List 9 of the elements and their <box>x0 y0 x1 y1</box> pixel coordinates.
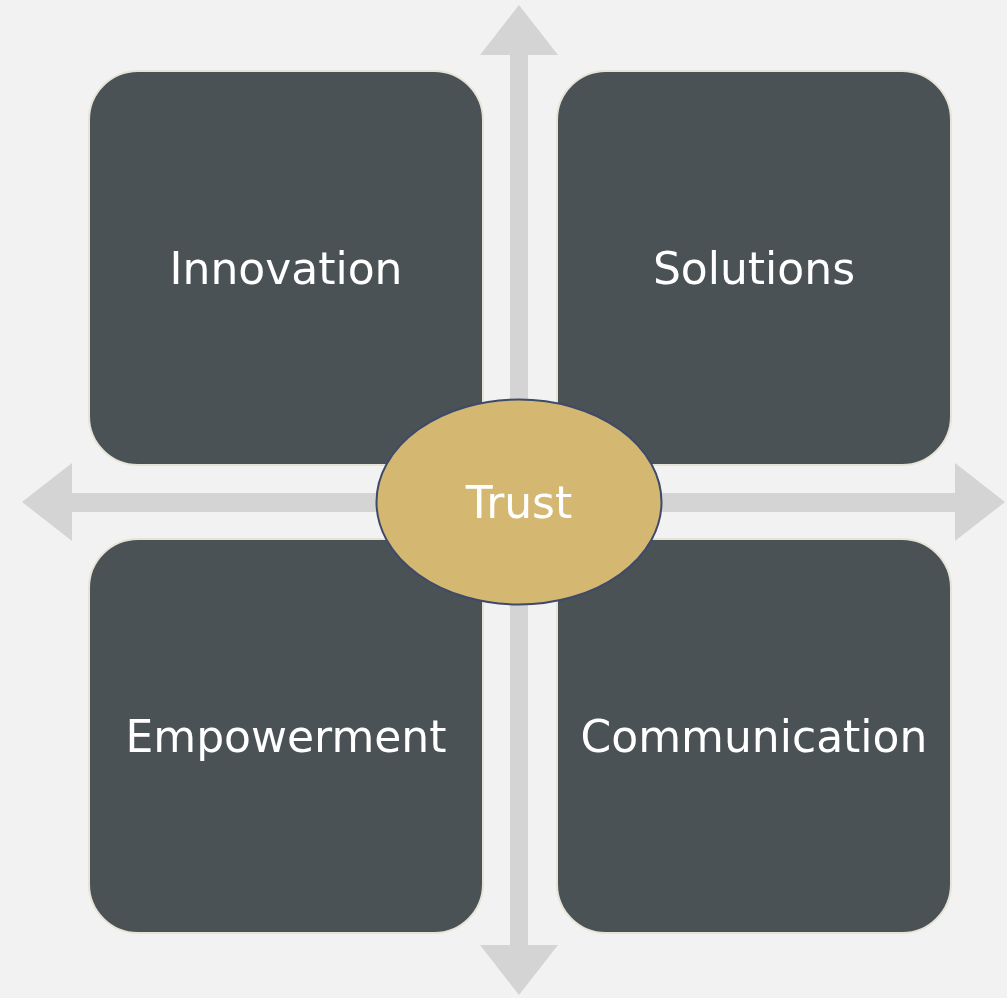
rounded-box <box>88 538 484 934</box>
rounded-box <box>556 538 952 934</box>
box-label: Communication <box>580 710 928 762</box>
rounded-box <box>88 70 484 466</box>
rounded-box <box>556 70 952 466</box>
box-label: Solutions <box>652 242 856 294</box>
box-label: Innovation <box>169 242 403 294</box>
center-label: Trust <box>465 476 573 528</box>
box-label: Empowerment <box>125 710 447 762</box>
